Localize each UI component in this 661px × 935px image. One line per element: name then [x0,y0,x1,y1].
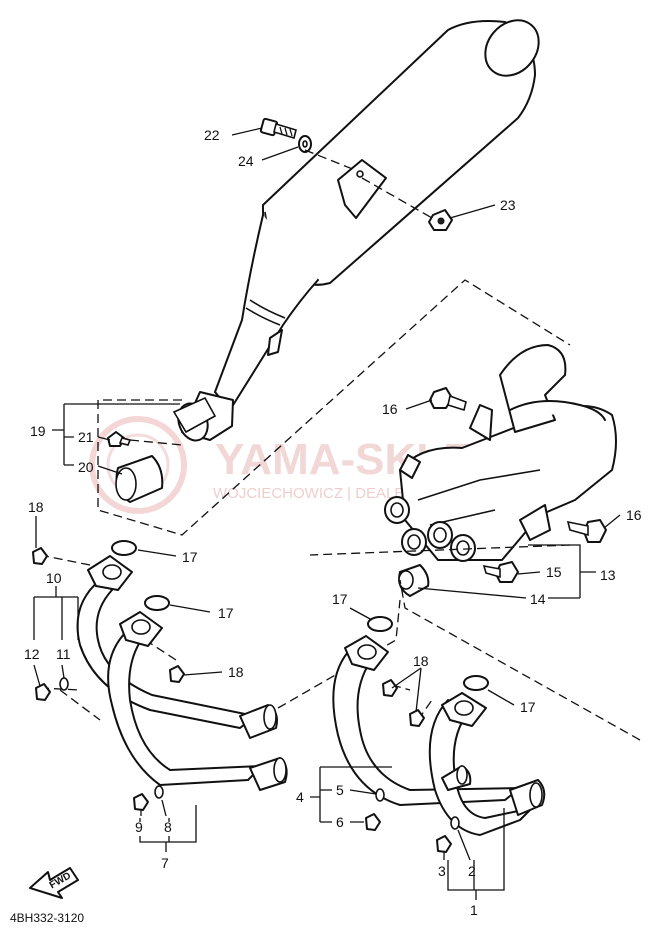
callouts: 22 24 23 19 21 20 16 16 15 13 14 18 17 1… [24,127,642,918]
washer-8 [154,785,164,799]
callout-19: 19 [30,423,46,439]
callout-20: 20 [78,459,94,475]
callout-18-right: 18 [413,653,429,669]
nut-23 [428,209,453,231]
gasket-14 [398,564,430,597]
gasket-17-right-1 [367,616,393,632]
nut-18-right-1 [382,679,398,697]
callout-6: 6 [336,814,344,830]
nut-18-left-2 [169,665,185,683]
collector-box [384,344,617,562]
callout-24: 24 [238,153,254,169]
clamp-21 [107,431,132,447]
callout-3: 3 [438,863,446,879]
washer-24 [298,135,312,153]
callout-2: 2 [468,863,476,879]
callout-18-left-2: 18 [228,664,244,680]
callout-5: 5 [336,782,344,798]
callout-21: 21 [78,429,94,445]
bolt-15 [482,561,519,583]
bolt-16-top [429,387,467,412]
bolt-12 [35,683,51,701]
nut-18-left-1 [32,547,48,565]
gasket-17-left-2 [144,595,170,611]
bolt-16-right [566,519,607,543]
callout-17-left-2: 17 [218,605,234,621]
callout-8: 8 [164,819,172,835]
callout-16-right: 16 [626,507,642,523]
gasket-17-left-1 [111,540,137,556]
exhaust-pipes-left [76,555,288,791]
callout-9: 9 [135,819,143,835]
leader-lines [33,127,621,900]
forward-arrow-icon: FWD [29,867,79,899]
callout-15: 15 [546,564,562,580]
callout-13: 13 [600,567,616,583]
callout-23: 23 [500,197,516,213]
exhaust-pipes-right [332,635,546,836]
callout-14: 14 [530,591,546,607]
callout-22: 22 [204,127,220,143]
bolt-3 [436,835,452,853]
callout-11: 11 [56,646,71,662]
bolt-22 [259,117,297,140]
diagram-code: 4BH332-3120 [10,911,84,925]
callout-10: 10 [46,570,62,586]
callout-17-right-1: 17 [332,591,348,607]
callout-18-left-1: 18 [28,499,44,515]
nut-18-right-2 [409,709,425,727]
gasket-20 [115,455,164,503]
washer-11 [59,677,69,691]
callout-12: 12 [24,646,40,662]
washer-5 [375,788,385,802]
callout-17-right-2: 17 [520,699,536,715]
callout-16-top: 16 [382,401,398,417]
callout-17-left-1: 17 [182,549,198,565]
muffler [172,19,540,442]
bolt-6 [365,813,381,831]
callout-1: 1 [470,902,478,918]
callout-7: 7 [161,855,169,871]
callout-4: 4 [296,789,304,805]
washer-2 [450,816,460,830]
bolt-9 [133,793,149,811]
gasket-17-right-2 [463,675,489,691]
